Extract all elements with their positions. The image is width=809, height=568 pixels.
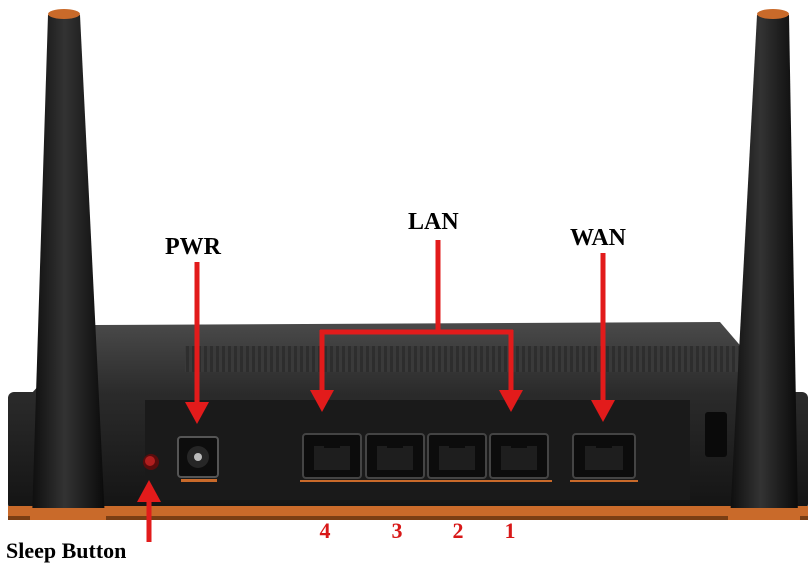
lan-port-number-4: 4 <box>319 518 331 543</box>
side-connector-icon <box>705 412 727 457</box>
ethernet-port-icon <box>302 433 362 479</box>
pwr-label: PWR <box>165 234 221 260</box>
ethernet-port-icon <box>365 433 425 479</box>
ethernet-port-icon <box>427 433 487 479</box>
router-top <box>30 322 780 395</box>
sleep-button-led-icon <box>143 454 159 470</box>
wan-label: WAN <box>570 225 627 251</box>
lan-label: LAN <box>408 209 459 235</box>
lan-port-number-3: 3 <box>391 518 403 543</box>
antenna-left-icon <box>30 9 106 520</box>
power-jack-icon <box>177 436 219 482</box>
accent-trim <box>8 506 808 516</box>
lan-ports <box>300 433 552 482</box>
wan-arrow-icon <box>591 253 615 422</box>
wan-port-icon <box>570 433 638 482</box>
lan-port-number-2: 2 <box>452 518 464 543</box>
pwr-arrow-icon <box>185 262 209 424</box>
antenna-right-icon <box>728 9 800 520</box>
lan-arrow-icon <box>310 240 523 412</box>
ethernet-port-icon <box>489 433 549 479</box>
sleep-button-label: Sleep Button <box>6 538 127 563</box>
sleep-arrow-icon <box>137 480 161 542</box>
lan-port-number-1: 1 <box>504 518 516 543</box>
